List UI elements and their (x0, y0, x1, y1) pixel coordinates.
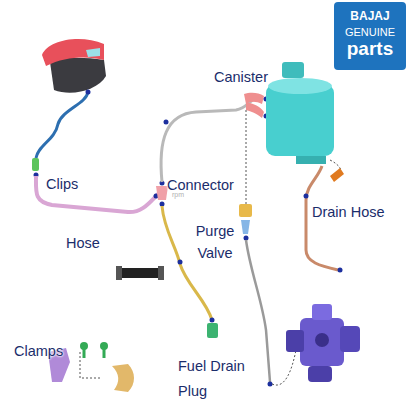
part-label: Drain Hose (312, 201, 385, 223)
carburettor-body (300, 318, 344, 366)
hose-end (164, 120, 169, 125)
screw (103, 349, 106, 358)
hose-end (178, 260, 183, 265)
part-label: Clamps (14, 340, 63, 362)
purge-valve-body (239, 204, 252, 217)
gray-hose (246, 240, 270, 382)
logo-text: GENUINE (334, 23, 406, 39)
tank-cap (86, 48, 100, 57)
dotted-line (80, 352, 100, 378)
dotted-line (272, 350, 296, 385)
hose-end (86, 90, 91, 95)
canister-base (296, 156, 326, 164)
clamp (112, 364, 134, 392)
carburettor-outlet (340, 326, 360, 352)
purge-valve-tip (241, 220, 250, 234)
hose-end (244, 236, 249, 241)
carburettor-inlet (286, 330, 304, 352)
carburettor-detail (315, 333, 329, 347)
part-label: Clips (46, 173, 78, 195)
canister-body (266, 84, 334, 156)
hose-end (304, 194, 309, 199)
watermark: rpm (172, 191, 184, 199)
part-label: Fuel Drain Plug (178, 354, 260, 404)
part-label: Canister (214, 66, 268, 88)
blue-hose (36, 92, 88, 158)
screw (100, 342, 108, 350)
part-label: Hose (66, 232, 100, 254)
connector-part (156, 186, 168, 200)
tank-body (50, 58, 106, 93)
strap-end (116, 266, 122, 280)
dotted-line (246, 110, 247, 204)
hose-end (160, 202, 165, 207)
screw (80, 342, 88, 350)
screw (83, 349, 86, 358)
elbow-fitting (246, 102, 264, 118)
hose-end (210, 318, 215, 323)
logo-badge: BAJAJGENUINEparts (334, 2, 406, 70)
strap (120, 268, 160, 278)
clip (32, 158, 39, 171)
logo-text: BAJAJ (334, 4, 406, 23)
strap-end (158, 266, 164, 280)
part-label: Purge Valve (186, 220, 244, 264)
drain-fitting (330, 168, 344, 182)
hose-end (338, 268, 343, 273)
carburettor-bowl (308, 366, 332, 382)
tank-top (42, 39, 104, 66)
carburettor-top (312, 304, 332, 320)
logo-text: parts (334, 38, 406, 59)
canister-top (268, 78, 332, 94)
hose-end (268, 382, 273, 387)
gray-hose (161, 99, 256, 182)
drain-plug (207, 323, 218, 338)
canister-mount (282, 62, 304, 78)
